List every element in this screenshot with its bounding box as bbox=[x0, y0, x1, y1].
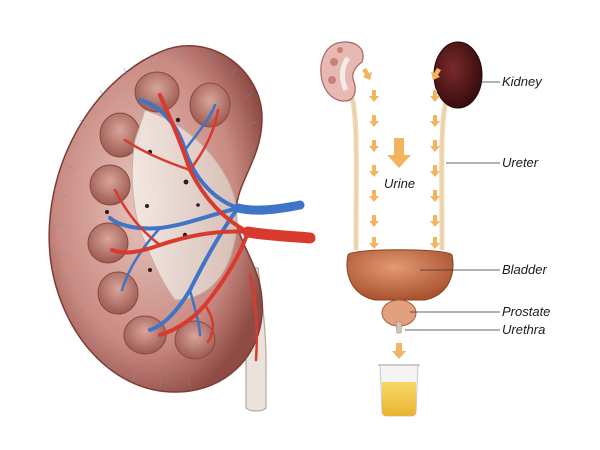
urethra-label: Urethra bbox=[502, 322, 546, 337]
urinary-system bbox=[320, 41, 500, 417]
urine-label: Urine bbox=[384, 176, 416, 191]
bladder-label: Bladder bbox=[502, 262, 547, 277]
urine-direction-arrow bbox=[387, 138, 411, 168]
kidney-label: Kidney bbox=[502, 74, 542, 89]
to-beaker-arrow bbox=[392, 343, 406, 359]
urethra-shape bbox=[395, 321, 403, 334]
urine-flow-arrows bbox=[362, 68, 441, 249]
ureter-label: Ureter bbox=[502, 155, 539, 170]
urine-beaker bbox=[378, 364, 420, 417]
right-ureter-outline bbox=[441, 101, 447, 251]
renal-pyramids bbox=[87, 71, 231, 360]
right-kidney bbox=[433, 41, 483, 109]
left-kidney bbox=[320, 41, 364, 102]
renal-arteries bbox=[110, 93, 316, 362]
renal-veins bbox=[108, 98, 305, 337]
cortex-capillaries bbox=[58, 48, 257, 389]
left-ureter-outline bbox=[351, 97, 357, 251]
prostate-label: Prostate bbox=[502, 304, 551, 319]
flow-right-column bbox=[430, 68, 441, 249]
leader-lines bbox=[405, 81, 500, 331]
bladder-shape bbox=[346, 249, 454, 301]
kidney-cross-section bbox=[48, 45, 316, 412]
flow-left-column bbox=[362, 68, 379, 249]
